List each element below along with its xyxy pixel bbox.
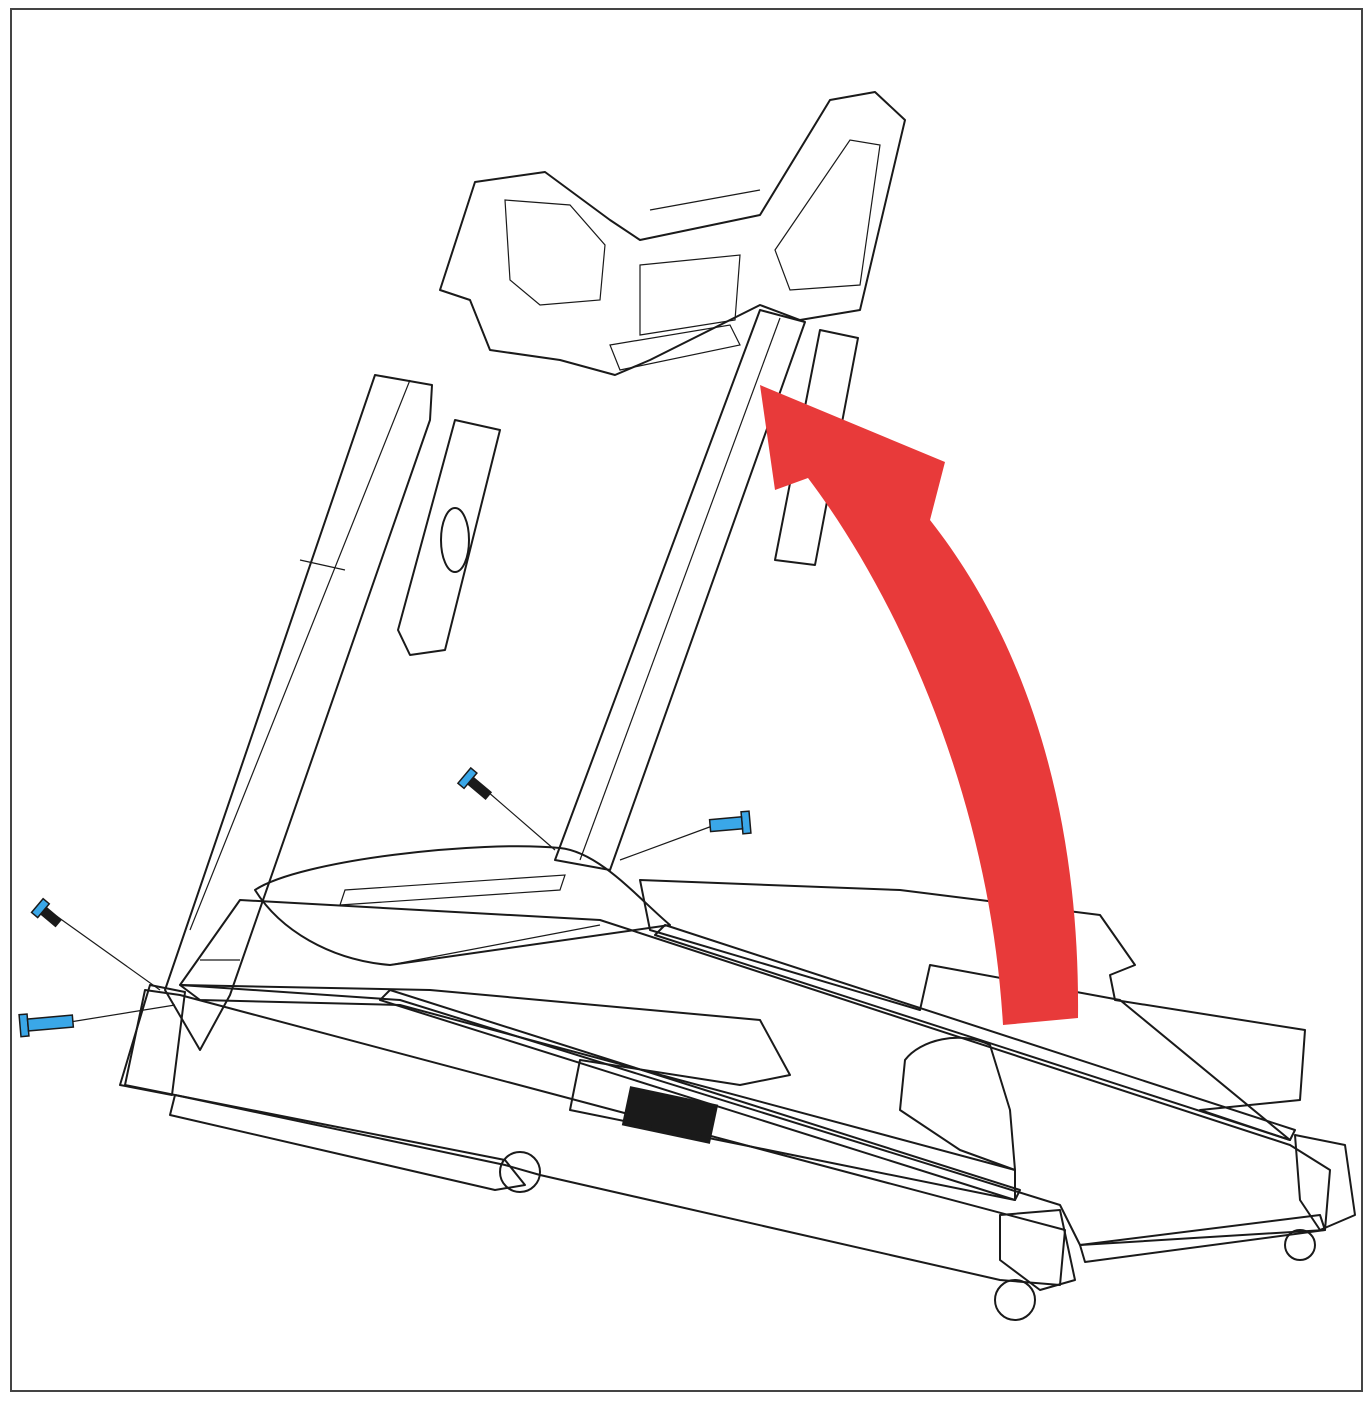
bolt-icon [708, 810, 752, 835]
motor-hood [254, 845, 671, 966]
side-label [621, 1086, 719, 1144]
left-handle-knob [440, 507, 470, 573]
leader-line [479, 784, 556, 851]
console-frame [439, 91, 906, 376]
support-wheel [499, 1151, 541, 1193]
front-wheel-right [1284, 1229, 1316, 1261]
side-rail-right [654, 924, 1296, 1141]
side-covers [179, 879, 1306, 1201]
leader-line [69, 1004, 176, 1023]
hood-detail [339, 874, 566, 906]
side-rail-left [379, 989, 1021, 1201]
left-handle-tube [397, 419, 501, 656]
front-grille [1079, 1214, 1326, 1263]
front-end-cap-right [1294, 1134, 1356, 1231]
leader-line [54, 914, 161, 991]
front-end-cap [999, 1209, 1076, 1291]
left-side-cover [179, 984, 1016, 1201]
front-wheel-left [994, 1279, 1036, 1321]
bolt-icon [18, 1013, 75, 1038]
treadmill-base [119, 845, 1356, 1321]
bolt-icon [456, 766, 493, 800]
bolt-icon [30, 897, 63, 928]
right-side-cover [639, 879, 1306, 1141]
right-upright-post [554, 309, 806, 871]
diagram-frame [10, 8, 1363, 1392]
running-deck [179, 899, 1331, 1246]
curved-arrow-up-icon [760, 385, 1079, 1025]
leader-line [619, 824, 716, 861]
motor-base-cover [899, 1036, 1016, 1171]
left-upright-post [164, 374, 433, 1051]
upright-assembly [164, 91, 906, 1051]
console-right-grip [774, 139, 881, 291]
rear-leg-bracket [119, 984, 186, 1096]
console-center-panel [639, 254, 741, 336]
support-tube [169, 1094, 526, 1191]
console-left-grip [504, 199, 606, 306]
fasteners [18, 766, 752, 1038]
